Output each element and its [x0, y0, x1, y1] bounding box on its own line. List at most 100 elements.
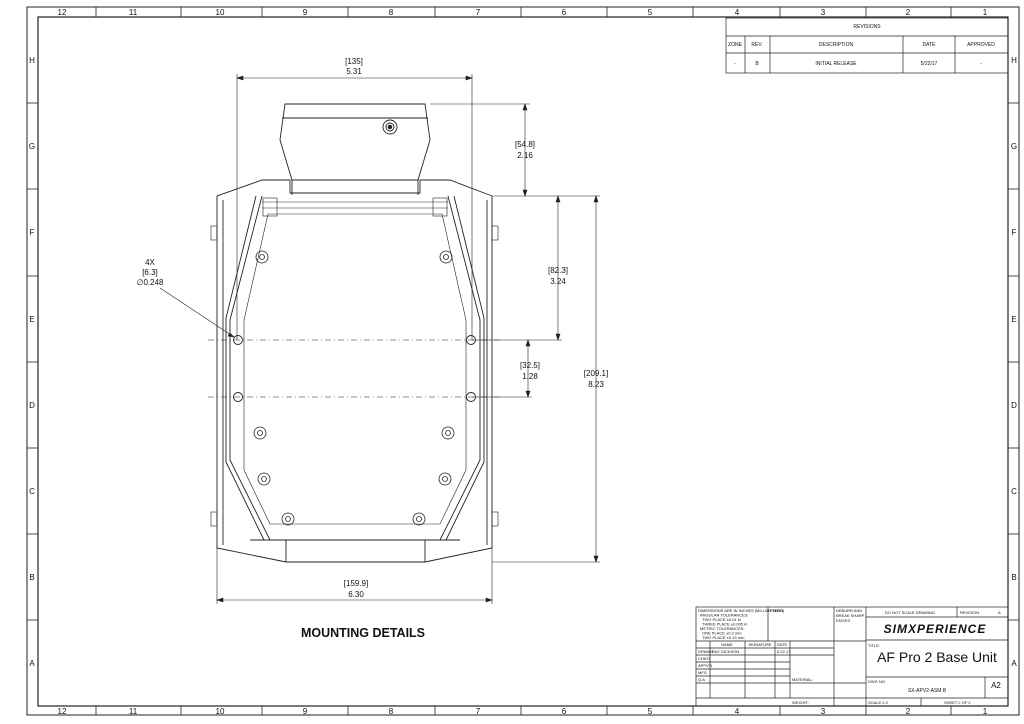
- zone-col-label: 8: [389, 707, 394, 716]
- zone-row-label: H: [1011, 56, 1017, 65]
- zone-rows: [27, 102, 1019, 621]
- main-body: [210, 179, 499, 563]
- zone-col-label: 6: [562, 707, 567, 716]
- zone-column-labels-bottom: 12 11 10 9 8 7 6 5 4 3 2 1: [58, 707, 988, 716]
- revision-row-cell: INITIAL RELEASE: [815, 61, 857, 67]
- revision-header-cell: APPROVED: [967, 42, 995, 48]
- zone-col-label: 11: [129, 707, 138, 716]
- zone-row-label: F: [30, 228, 35, 237]
- role-label: DRAWN: [698, 649, 713, 654]
- zone-col-label: 5: [648, 707, 653, 716]
- revision-row-cell: 5/22/17: [921, 61, 938, 67]
- sheet-border: [26, 6, 1020, 716]
- zone-col-label: 4: [735, 707, 740, 716]
- tolerance-line: TWO PLACE ±0.01 in: [702, 617, 741, 622]
- zone-row-label: D: [29, 401, 35, 410]
- revision-row-cell: -: [980, 61, 982, 67]
- zone-col-label: 2: [906, 707, 911, 716]
- drawing-number: SX-APV2-ASM.B: [908, 688, 947, 694]
- dim-bottom-width-mm: [159.9]: [344, 579, 368, 588]
- knob-icon: [382, 119, 398, 135]
- zone-row-label: E: [1011, 315, 1016, 324]
- tolerance-notes: DIMENSIONS ARE IN INCHES [MILLIMETERS] A…: [698, 608, 784, 640]
- dwg-no-label: DWG NO.: [868, 679, 886, 684]
- material-label: MATERIAL:: [792, 677, 813, 682]
- zone-row-label: G: [29, 142, 35, 151]
- zone-col-label: 11: [129, 8, 138, 17]
- revision-table: REVISIONS ZONE REV. DESCRIPTION DATE APP…: [725, 17, 1009, 74]
- deburr-note: DEBURR AND: [836, 608, 862, 613]
- dim-top-width-in: 5.31: [346, 67, 362, 76]
- tolerance-line: ONE PLACE ±0.3 mm: [702, 631, 742, 636]
- dim-bottom-width-in: 6.30: [348, 590, 364, 599]
- zone-col-label: 8: [389, 8, 394, 17]
- zone-col-label: 10: [216, 8, 225, 17]
- tolerance-line: THREE PLACE ±0.005 in: [702, 622, 747, 627]
- dim-spacing1-in: 3.24: [550, 277, 566, 286]
- zone-row-label: C: [1011, 487, 1017, 496]
- revision-row-cell: -: [734, 61, 736, 67]
- tolerance-line: METRIC TOLERANCES:: [700, 626, 745, 631]
- revision-title: REVISIONS: [853, 24, 881, 30]
- zone-row-label: H: [29, 56, 35, 65]
- brand-logo: SIMXPERIENCE: [884, 622, 987, 636]
- base-unit-top-view: [208, 103, 500, 563]
- zone-col-label: 2: [906, 8, 911, 17]
- dim-top-width-mm: [135]: [345, 57, 363, 66]
- zone-row-label: D: [1011, 401, 1017, 410]
- dimension-lines: [159, 74, 600, 604]
- date-header: DATE: [777, 642, 788, 647]
- dim-spacing2-mm: [32.5]: [520, 361, 540, 370]
- zone-col-label: 4: [735, 8, 740, 17]
- dim-offset-in: 2.16: [517, 151, 533, 160]
- tolerance-line: TWO PLACE ±0.13 mm: [702, 635, 745, 640]
- fastener-bosses: [253, 250, 455, 526]
- finish-label: FINISH: [770, 608, 783, 613]
- dim-total-height-mm: [209.1]: [584, 369, 608, 378]
- role-label: MFG: [698, 670, 707, 675]
- title-block: DIMENSIONS ARE IN INCHES [MILLIMETERS] A…: [695, 606, 1009, 707]
- zone-col-label: 1: [983, 8, 988, 17]
- dim-hole-dia-mm: [6.3]: [142, 268, 158, 277]
- revision-header-cell: DATE: [923, 42, 937, 48]
- zone-row-label: E: [29, 315, 34, 324]
- centerlines: [208, 339, 500, 398]
- tolerance-line: ANGULAR TOLERANCES:: [700, 613, 749, 618]
- zone-row-label: B: [29, 573, 34, 582]
- deburr-note: BREAK SHARP: [836, 613, 865, 618]
- tolerance-line: DIMENSIONS ARE IN INCHES [MILLIMETERS]: [698, 608, 784, 613]
- drawn-date: 5.22.17: [777, 649, 791, 654]
- revision-value: A: [998, 610, 1001, 615]
- dim-spacing2-in: 1.28: [522, 372, 538, 381]
- zone-row-label: G: [1011, 142, 1017, 151]
- signature-header: SIGNATURE: [748, 642, 771, 647]
- zone-col-label: 6: [562, 8, 567, 17]
- sheet-size: A2: [991, 681, 1001, 690]
- weight-label: WEIGHT:: [792, 700, 809, 705]
- zone-row-labels-left: H G F E D C B A: [29, 56, 35, 668]
- role-label: APPV'D: [698, 663, 712, 668]
- dim-hole-count: 4X: [145, 258, 155, 267]
- mounting-holes: [233, 335, 476, 402]
- revision-header-cell: REV.: [751, 42, 762, 48]
- zone-col-label: 10: [216, 707, 225, 716]
- zone-col-label: 1: [983, 707, 988, 716]
- zone-col-label: 7: [476, 8, 481, 17]
- dim-hole-dia-in: ∅0.248: [137, 278, 165, 287]
- name-header: NAME: [721, 642, 733, 647]
- deburr-note: EDGES: [836, 618, 850, 623]
- zone-columns: [95, 7, 952, 715]
- zone-row-label: A: [1011, 659, 1017, 668]
- zone-row-label: B: [1011, 573, 1016, 582]
- dim-offset-mm: [54.8]: [515, 140, 535, 149]
- zone-col-label: 12: [58, 8, 67, 17]
- revision-label: REVISION: [960, 610, 979, 615]
- dimension-labels: [135] 5.31 [54.8] 2.16 [82.3] 3.24 [32.5…: [137, 57, 609, 599]
- zone-row-label: A: [29, 659, 35, 668]
- revision-header-cell: ZONE: [728, 42, 743, 48]
- scale-label: SCALE:1:2: [868, 700, 889, 705]
- role-label: Q.A: [698, 677, 705, 682]
- revision-row-cell: B: [755, 61, 759, 67]
- role-label: CHK'D: [698, 656, 710, 661]
